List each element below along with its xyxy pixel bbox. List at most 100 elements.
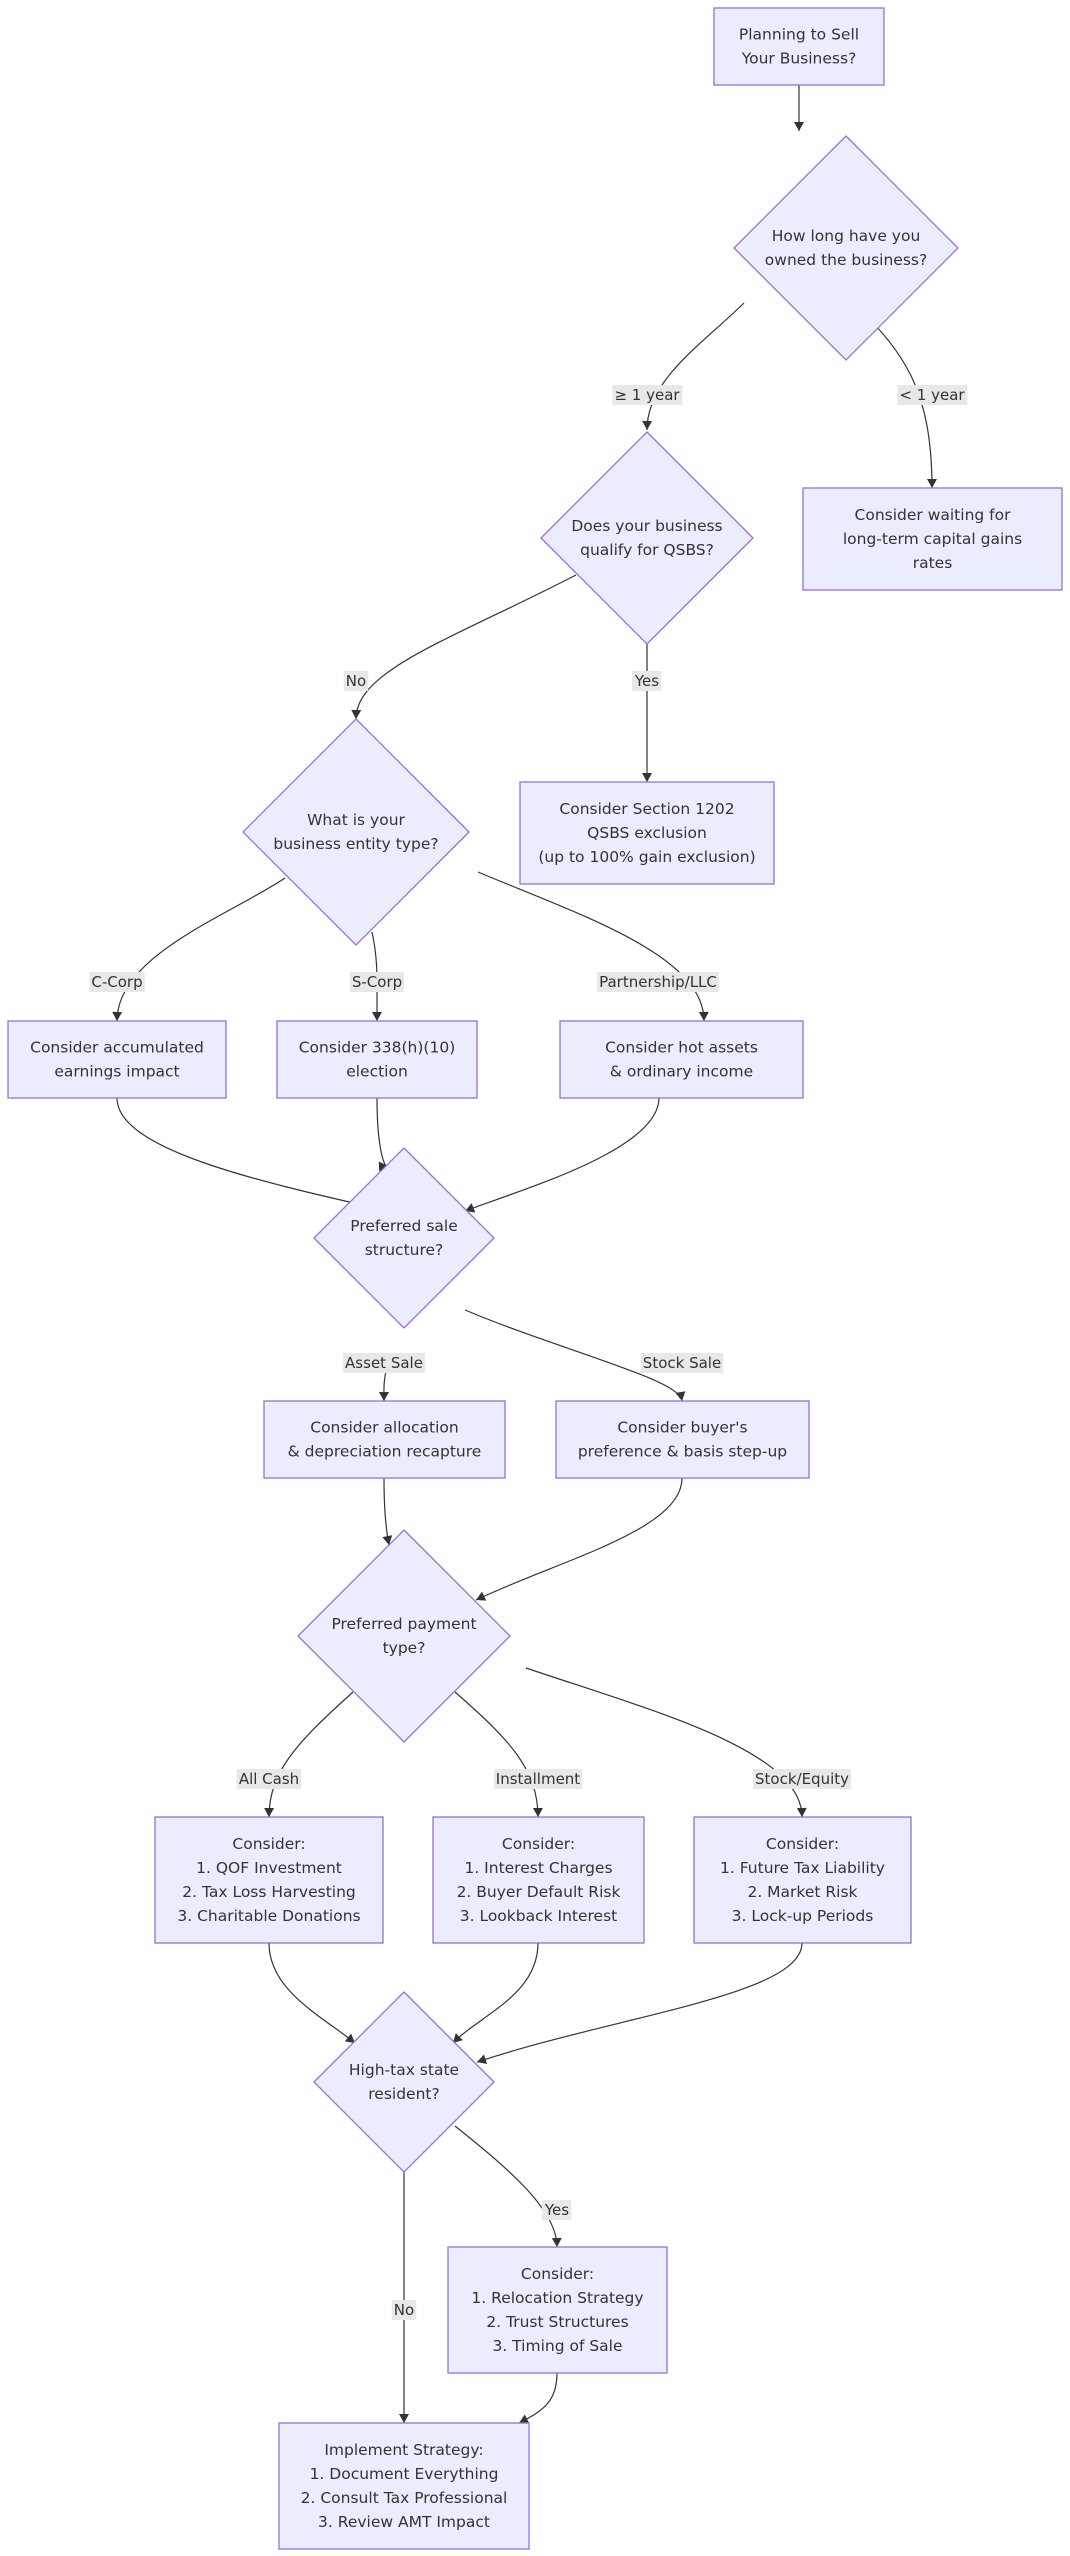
arrowhead-icon	[112, 1011, 123, 1021]
node-text-line: 2. Consult Tax Professional	[301, 2489, 508, 2507]
process-box	[555, 1400, 810, 1479]
node-text-line: Consider:	[766, 1835, 839, 1853]
decision-diamond	[313, 1147, 495, 1329]
edge-label: Stock/Equity	[755, 1770, 849, 1788]
edge-own-to-qsbs	[646, 302, 745, 431]
edge-cash-to-state	[268, 1942, 356, 2044]
node-text-line: Implement Strategy:	[324, 2441, 483, 2459]
edge-ccorp-to-sale	[116, 1097, 386, 1211]
process-box	[278, 2422, 530, 2550]
node-stock: Consider buyer's preference & basis step-…	[555, 1400, 810, 1479]
node-text-line: Consider allocation	[310, 1419, 459, 1437]
node-text-line: & depreciation recapture	[288, 1443, 482, 1461]
node-asset: Consider allocation & depreciation recapt…	[263, 1400, 506, 1479]
edge-label-background	[597, 972, 719, 992]
edge-label: C-Corp	[91, 973, 142, 991]
edge-label: All Cash	[239, 1770, 299, 1788]
arrowhead-icon	[794, 122, 804, 131]
arrowhead-icon	[399, 2414, 409, 2423]
node-text-line: Consider:	[521, 2265, 594, 2283]
edge-label: Partnership/LLC	[599, 973, 717, 991]
edge-label: Installment	[496, 1770, 581, 1788]
edge-payment-to-cash	[268, 1691, 354, 1818]
edge-payment-to-equity	[525, 1667, 803, 1818]
node-text-line: 3. Charitable Donations	[177, 1907, 360, 1925]
edge-label: Yes	[544, 2201, 569, 2219]
edge-label-background	[640, 1353, 724, 1373]
node-text-line: 3. Review AMT Impact	[318, 2513, 490, 2531]
edge-label-background	[631, 671, 662, 691]
node-implement: Implement Strategy:1. Document Everythin…	[278, 2422, 530, 2550]
process-box	[276, 1020, 478, 1099]
node-text-line: Consider Section 1202	[559, 800, 734, 818]
node-text-line: Consider buyer's	[617, 1419, 747, 1437]
arrowhead-icon	[372, 1011, 383, 1021]
node-text-line: Planning to Sell	[739, 26, 859, 44]
node-scorp: Consider 338(h)(10)election	[276, 1020, 478, 1099]
edge-qsbs-to-entity	[355, 574, 577, 720]
decision-diamond	[540, 431, 754, 645]
arrowhead-icon	[642, 420, 653, 430]
node-text-line: QSBS exclusion	[587, 824, 707, 842]
node-text-line: 3. Timing of Sale	[492, 2337, 622, 2355]
node-partner: Consider hot assets& ordinary income	[559, 1020, 804, 1099]
decision-diamond	[733, 135, 959, 361]
node-ccorp: Consider accumulated earnings impact	[7, 1020, 227, 1099]
node-text-line: Preferred sale	[350, 1217, 458, 1235]
process-box	[519, 781, 775, 885]
edge-label: Yes	[634, 672, 659, 690]
edge-asset-to-payment	[383, 1477, 390, 1546]
node-text-line: Consider accumulated	[30, 1039, 204, 1057]
node-text-line: preference & basis step-up	[578, 1443, 787, 1461]
edge-label-background	[753, 1769, 852, 1789]
edges-layer	[112, 85, 937, 2424]
decision-diamond	[242, 718, 470, 946]
edge-label: < 1 year	[899, 386, 965, 404]
node-text-line: (up to 100% gain exclusion)	[538, 848, 755, 866]
edge-label: Stock Sale	[643, 1354, 721, 1372]
node-text-line: 1. Interest Charges	[464, 1859, 612, 1877]
node-text-line: & ordinary income	[610, 1063, 753, 1081]
decision-diamond	[313, 1991, 495, 2173]
node-text-line: Preferred payment	[331, 1615, 476, 1633]
decision-diamond	[297, 1529, 511, 1743]
arrowhead-icon	[926, 478, 937, 488]
node-text-line: 1. QOF Investment	[196, 1859, 342, 1877]
edge-label-background	[89, 972, 145, 992]
node-text-line: rates	[913, 554, 953, 572]
arrowhead-icon	[465, 1203, 476, 1213]
edge-label: S-Corp	[352, 973, 402, 991]
edge-label: ≥ 1 year	[614, 386, 680, 404]
edge-label-background	[236, 1769, 302, 1789]
edge-label: Asset Sale	[345, 1354, 423, 1372]
node-text-line: earnings impact	[54, 1063, 179, 1081]
edge-label-background	[343, 1353, 425, 1373]
edge-state-to-relocate	[454, 2125, 558, 2248]
process-box	[559, 1020, 804, 1099]
edge-label-background	[897, 385, 968, 405]
node-text-line: Your Business?	[741, 50, 857, 68]
node-text-line: 3. Lock-up Periods	[732, 1907, 874, 1925]
node-text-line: Consider:	[502, 1835, 575, 1853]
node-text-line: 2. Trust Structures	[486, 2313, 628, 2331]
edge-label-background	[343, 671, 369, 691]
node-text-line: long-term capital gains	[843, 530, 1022, 548]
edge-label: No	[346, 672, 366, 690]
edge-label-background	[391, 2300, 417, 2320]
edge-label-background	[493, 1769, 583, 1789]
arrowhead-icon	[378, 1391, 389, 1401]
process-box	[263, 1400, 506, 1479]
arrowhead-icon	[698, 1011, 709, 1021]
arrowhead-icon	[675, 1391, 686, 1401]
arrowhead-icon	[796, 1807, 807, 1817]
arrowhead-icon	[453, 2033, 463, 2043]
edge-payment-to-install	[454, 1691, 539, 1818]
node-text-line: Consider:	[232, 1835, 305, 1853]
